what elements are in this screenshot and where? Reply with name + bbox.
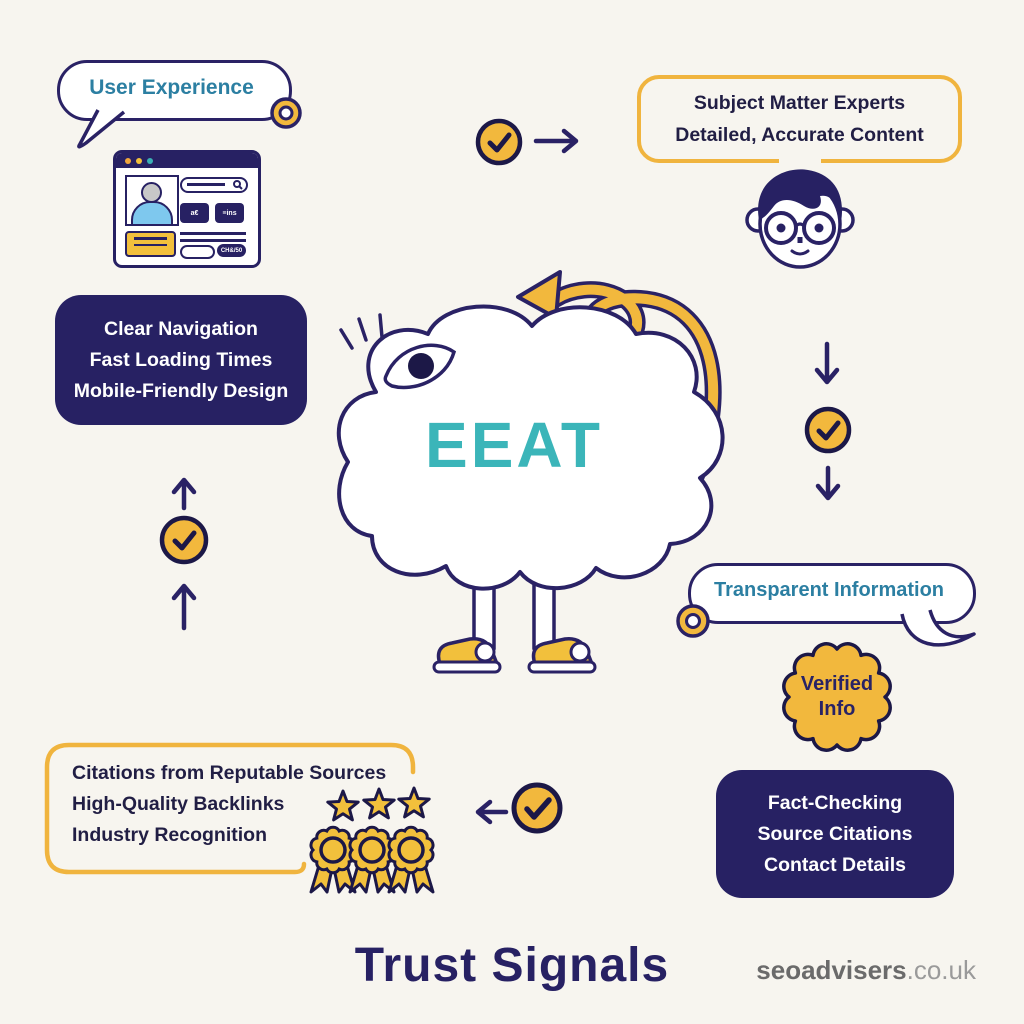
right-shoe-icon bbox=[527, 637, 597, 674]
check-circle-icon-left bbox=[159, 515, 209, 565]
dark-pill: CH&/50 bbox=[217, 244, 246, 257]
text-line bbox=[180, 239, 246, 242]
text-line bbox=[180, 232, 246, 235]
left-shoe-icon bbox=[432, 637, 502, 674]
cloud-legs bbox=[472, 554, 556, 650]
ux-signal-line: Mobile-Friendly Design bbox=[73, 379, 289, 402]
arrow-down-icon-1 bbox=[814, 341, 840, 385]
ux-signals-box: Clear Navigation Fast Loading Times Mobi… bbox=[55, 295, 307, 425]
expertise-line: Subject Matter Experts bbox=[693, 92, 906, 114]
authority-line: Industry Recognition bbox=[72, 824, 267, 846]
authority-line: High-Quality Backlinks bbox=[72, 793, 285, 815]
expert-person-avatar bbox=[745, 169, 855, 269]
authority-line: Citations from Reputable Sources bbox=[72, 762, 387, 784]
profile-image-placeholder bbox=[125, 175, 179, 226]
expertise-line: Detailed, Accurate Content bbox=[675, 124, 924, 146]
watermark-domain: .co.uk bbox=[906, 955, 976, 985]
transparent-information-label: Transparent Information bbox=[713, 579, 945, 601]
verified-badge-line1: Verified bbox=[800, 673, 874, 695]
trust-fact-line: Source Citations bbox=[757, 822, 913, 845]
eeat-label: EEAT bbox=[425, 409, 603, 481]
watermark: seoadvisers.co.uk bbox=[756, 955, 976, 986]
check-circle-icon-right bbox=[804, 406, 852, 454]
mini-button-2-label: ≡ins bbox=[222, 209, 237, 217]
mini-button-2: ≡ins bbox=[215, 203, 244, 223]
dark-pill-label: CH&/50 bbox=[220, 247, 243, 254]
arrow-up-icon-2 bbox=[171, 583, 197, 631]
mini-button-1-label: a€ bbox=[190, 209, 199, 217]
expertise-box: Subject Matter Experts Detailed, Accurat… bbox=[637, 75, 962, 165]
arrow-left-icon bbox=[475, 799, 509, 825]
page-title: Trust Signals bbox=[354, 939, 670, 992]
outline-pill bbox=[180, 245, 215, 259]
window-dot-orange bbox=[125, 157, 131, 164]
mini-button-1: a€ bbox=[180, 203, 209, 223]
arrow-up-icon-1 bbox=[171, 477, 197, 511]
cloud-eye-icon bbox=[383, 343, 457, 390]
speech-gap bbox=[778, 155, 821, 165]
user-experience-label: User Experience bbox=[89, 75, 254, 99]
avatar bbox=[141, 182, 162, 203]
ux-signal-line: Fast Loading Times bbox=[89, 348, 273, 371]
trust-facts-box: Fact-Checking Source Citations Contact D… bbox=[716, 770, 954, 898]
ux-signal-line: Clear Navigation bbox=[104, 317, 258, 340]
arrow-down-icon-2 bbox=[815, 465, 841, 501]
trust-fact-line: Contact Details bbox=[764, 853, 906, 876]
avatar-body bbox=[131, 201, 173, 224]
window-dot-yellow bbox=[136, 157, 142, 164]
sparkle-icon bbox=[339, 313, 384, 350]
watermark-brand: seoadvisers bbox=[756, 955, 907, 985]
arrow-right-icon bbox=[533, 128, 579, 154]
check-circle-icon-bottom bbox=[511, 782, 563, 834]
verified-badge-line2: Info bbox=[818, 698, 856, 720]
trust-fact-line: Fact-Checking bbox=[767, 791, 903, 814]
check-circle-icon-top bbox=[475, 118, 523, 166]
website-card: a€ ≡ins CH&/50 bbox=[113, 150, 261, 268]
search-input bbox=[180, 177, 248, 193]
magnifier-icon bbox=[233, 180, 243, 190]
highlight-button bbox=[125, 231, 176, 257]
search-text-line bbox=[187, 183, 225, 186]
browser-title-bar bbox=[116, 153, 258, 168]
window-dot-teal bbox=[147, 157, 153, 164]
